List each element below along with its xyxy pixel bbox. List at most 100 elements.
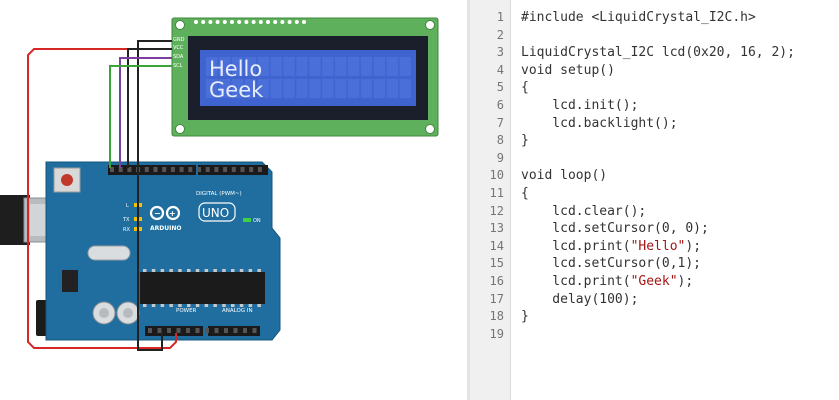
- lcd-header-hole: [273, 20, 278, 24]
- chip-pin: [195, 304, 200, 307]
- header-pin[interactable]: [176, 328, 181, 333]
- lcd-char-cell: [386, 79, 398, 98]
- crystal-oscillator: [87, 245, 131, 261]
- lcd-mount-hole: [425, 20, 435, 30]
- code-token: {: [521, 186, 529, 201]
- code-token: void setup(): [521, 62, 615, 78]
- header-pin[interactable]: [127, 167, 132, 172]
- lcd-char-cell: [360, 57, 373, 76]
- header-pin[interactable]: [110, 167, 114, 172]
- code-token: lcd.clear();: [521, 203, 647, 219]
- chip-pin: [222, 269, 226, 272]
- header-pin[interactable]: [231, 167, 236, 172]
- lcd-header-hole: [230, 20, 234, 24]
- line-number: 18: [489, 309, 504, 324]
- lcd-header-hole: [222, 20, 227, 24]
- header-pin[interactable]: [153, 167, 158, 172]
- wires[interactable]: [27, 40, 177, 351]
- header-pin[interactable]: [223, 167, 228, 172]
- chip-pin: [195, 269, 200, 272]
- lcd-char-cell: [335, 79, 347, 98]
- lcd-module[interactable]: Hello Geek GND VCC SDA SCL: [171, 17, 439, 137]
- line-number: 7: [496, 115, 504, 130]
- code-line[interactable]: LiquidCrystal_I2C lcd(0x20, 16, 2);: [521, 44, 795, 61]
- chip-pin: [178, 304, 182, 307]
- led-l-label: L: [126, 203, 129, 209]
- lcd-char-cell: [257, 79, 269, 98]
- header-pin[interactable]: [162, 167, 167, 172]
- chip-pin: [160, 304, 165, 307]
- chip-pin: [213, 304, 217, 307]
- header-pin[interactable]: [144, 167, 149, 172]
- code-line[interactable]: lcd.init();: [521, 97, 638, 114]
- header-pin[interactable]: [179, 167, 184, 172]
- code-line[interactable]: }: [521, 308, 529, 325]
- code-line[interactable]: void loop(): [521, 167, 607, 184]
- line-number: 1: [496, 10, 504, 24]
- line-number: 19: [489, 326, 504, 341]
- code-line[interactable]: lcd.print("Hello");: [521, 238, 701, 255]
- header-pin[interactable]: [157, 328, 162, 333]
- lcd-char-cell: [283, 57, 295, 76]
- lcd-char-cell: [231, 57, 244, 76]
- lcd-header-hole: [215, 20, 220, 24]
- pane-divider[interactable]: [467, 0, 470, 400]
- lcd-char-cell: [231, 79, 244, 98]
- lcd-char-cell: [360, 79, 373, 98]
- lcd-char-cell: [347, 57, 360, 76]
- lcd-header-hole: [287, 20, 292, 24]
- reset-button-cap: [61, 174, 73, 186]
- header-pin[interactable]: [252, 328, 257, 333]
- line-number: 12: [489, 203, 504, 218]
- arduino-uno-board[interactable]: DIGITAL (PWM~) L TX RX − + ARDUINO UNO O…: [45, 161, 281, 341]
- header-pin[interactable]: [214, 328, 219, 333]
- code-token: delay(100);: [521, 291, 639, 307]
- header-pin[interactable]: [118, 167, 123, 172]
- lcd-char-cell: [296, 79, 308, 98]
- header-pin[interactable]: [205, 167, 210, 172]
- lcd-char-cell: [206, 79, 218, 98]
- code-string-token: "Hello": [630, 238, 686, 254]
- code-line[interactable]: delay(100);: [521, 291, 638, 308]
- code-line[interactable]: {: [521, 185, 529, 202]
- lcd-char-cell: [283, 79, 295, 98]
- header-pin[interactable]: [249, 167, 254, 172]
- lcd-char-cell: [296, 57, 308, 76]
- header-pin[interactable]: [167, 328, 171, 333]
- wire-vcc-red: [27, 48, 177, 349]
- header-pin[interactable]: [205, 328, 209, 333]
- chip-pin: [248, 304, 253, 307]
- header-pin[interactable]: [188, 167, 193, 172]
- circuit-svg[interactable]: Hello Geek GND VCC SDA SCL DIGITAL (PWM~…: [0, 0, 467, 400]
- header-pin[interactable]: [257, 167, 262, 172]
- header-pin[interactable]: [197, 167, 201, 172]
- lcd-header-holes: [194, 20, 306, 24]
- line-number: 10: [489, 168, 504, 183]
- code-line[interactable]: lcd.print("Geek");: [521, 273, 693, 290]
- lcd-mount-hole: [425, 124, 435, 134]
- chip-pin: [143, 269, 147, 272]
- header-pin[interactable]: [224, 328, 228, 333]
- circuit-canvas[interactable]: Hello Geek GND VCC SDA SCL DIGITAL (PWM~…: [0, 0, 467, 400]
- header-pin[interactable]: [186, 328, 190, 333]
- code-line[interactable]: lcd.setCursor(0, 0);: [521, 220, 709, 237]
- header-pin[interactable]: [195, 328, 200, 333]
- lcd-char-cell: [244, 79, 257, 98]
- code-line[interactable]: lcd.setCursor(0,1);: [521, 255, 701, 272]
- header-pin[interactable]: [243, 328, 247, 333]
- header-pin[interactable]: [148, 328, 152, 333]
- code-line[interactable]: }: [521, 132, 529, 149]
- code-text-area[interactable]: #include <LiquidCrystal_I2C.h> LiquidCrys…: [511, 0, 839, 400]
- lcd-header-hole: [194, 20, 198, 24]
- code-line[interactable]: #include <LiquidCrystal_I2C.h>: [521, 9, 756, 26]
- header-pin[interactable]: [170, 167, 175, 172]
- code-line[interactable]: lcd.clear();: [521, 203, 646, 220]
- code-line[interactable]: lcd.backlight();: [521, 115, 677, 132]
- code-line[interactable]: void setup(): [521, 62, 615, 79]
- code-line[interactable]: {: [521, 79, 529, 96]
- header-pin[interactable]: [240, 167, 245, 172]
- header-pin[interactable]: [233, 328, 238, 333]
- header-pin[interactable]: [214, 167, 219, 172]
- code-string-token: "Geek": [630, 274, 678, 289]
